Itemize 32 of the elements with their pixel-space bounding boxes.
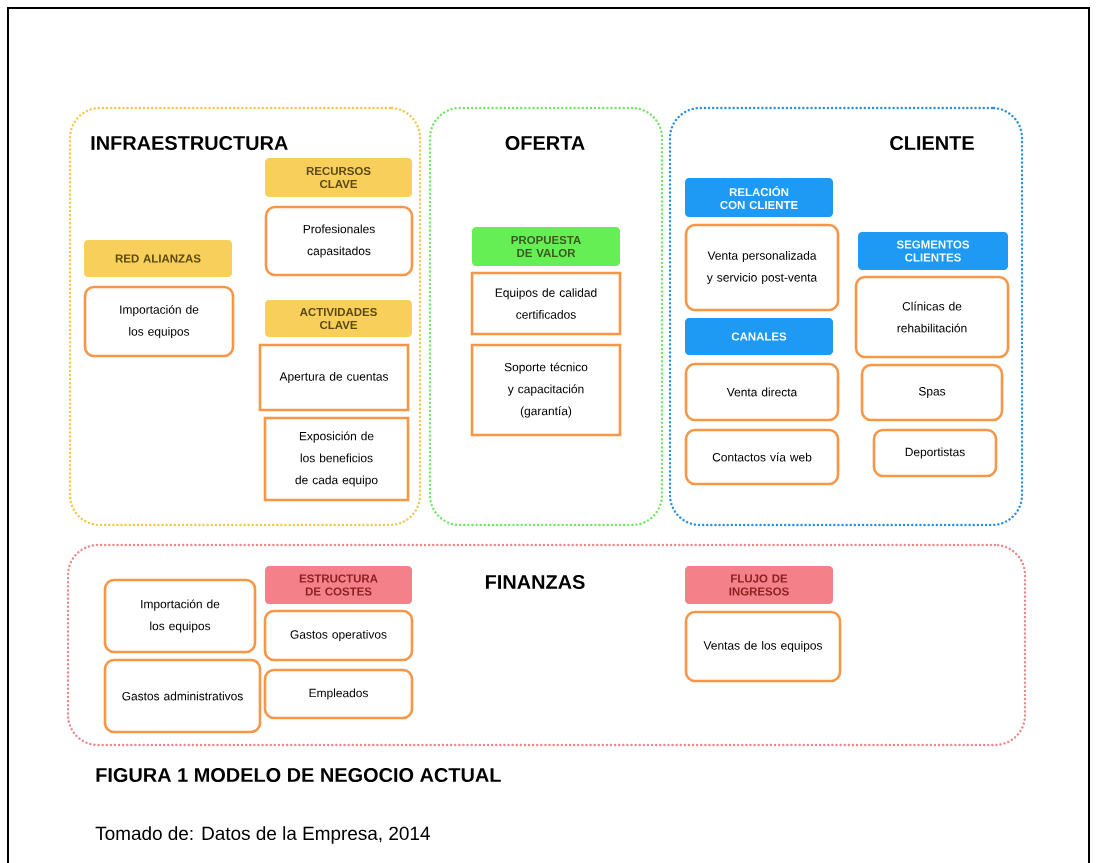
header-bar: PROPUESTA DE VALOR <box>472 227 620 266</box>
text-box: Spas <box>860 363 1004 422</box>
text-box: Soporte técnico y capacitación (garantía) <box>470 343 622 437</box>
header-bar: ACTIVIDADES CLAVE <box>265 300 412 337</box>
text-box: Venta personalizada y servicio post-venta <box>684 223 840 312</box>
header-bar: RED ALIANZAS <box>84 240 232 277</box>
figure-caption: FIGURA 1 MODELO DE NEGOCIO ACTUAL <box>96 767 501 783</box>
text-box: Clínicas de rehabilitación <box>854 275 1010 359</box>
panel-heading: OFERTA <box>505 135 585 151</box>
text-box: Venta directa <box>684 362 840 422</box>
panel-heading: CLIENTE <box>890 135 974 151</box>
text-box: Gastos operativos <box>263 609 414 662</box>
text-box: Gastos administrativos <box>103 658 262 734</box>
text-box: Importación de los equipos <box>83 285 235 358</box>
panel-heading: FINANZAS <box>485 574 585 590</box>
text-box: Importación de los equipos <box>103 578 257 654</box>
header-bar: RELACIÓN CON CLIENTE <box>685 178 833 217</box>
header-bar: FLUJO DE INGRESOS <box>685 566 833 604</box>
header-bar: CANALES <box>685 318 833 355</box>
panel-heading: INFRAESTRUCTURA <box>91 135 288 151</box>
header-bar: ESTRUCTURA DE COSTES <box>265 566 412 604</box>
text-box: Exposición de los beneficios de cada equipo <box>263 416 410 502</box>
text-box: Profesionales capasitados <box>264 205 414 277</box>
text-box: Ventas de los equipos <box>684 610 842 683</box>
header-bar: SEGMENTOS CLIENTES <box>858 232 1008 270</box>
text-box: Empleados <box>263 668 414 720</box>
text-box: Deportistas <box>872 428 998 478</box>
header-bar: RECURSOS CLAVE <box>265 158 412 197</box>
source-note: Tomado de: Datos de la Empresa, 2014 <box>95 826 430 844</box>
text-box: Equipos de calidad certificados <box>470 271 622 336</box>
text-box: Apertura de cuentas <box>258 343 410 412</box>
text-box: Contactos vía web <box>684 428 840 486</box>
